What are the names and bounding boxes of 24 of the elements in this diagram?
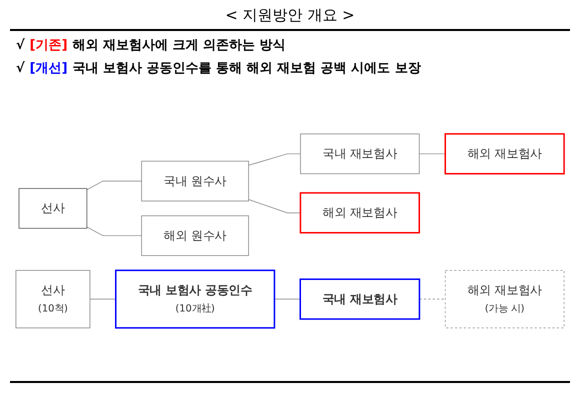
tag-label: [개선]	[30, 61, 68, 76]
check-mark: √	[16, 61, 25, 76]
node-box: 국내 원수사	[141, 160, 249, 202]
node-box: 해외 원수사	[141, 216, 249, 256]
check-mark: √	[16, 38, 25, 53]
node-box: 국내 재보험사	[300, 278, 420, 320]
node-box: 해외 재보험사 (가능 시)	[444, 270, 564, 328]
section-heading: 해외 재보험사에 크게 의존하는 방식	[72, 38, 286, 53]
node-box: 해외 재보험사	[300, 192, 420, 234]
connector	[419, 298, 446, 300]
node-box: 국내 보험사 공동인수 (10개社)	[115, 270, 276, 329]
connector	[86, 226, 142, 236]
connector	[274, 298, 301, 300]
node-box: 국내 재보험사	[300, 134, 420, 174]
connector	[248, 199, 301, 214]
diagram-title: < 지원방안 개요 >	[10, 0, 570, 31]
section-heading: 국내 보험사 공동인수를 통해 해외 재보험 공백 시에도 보장	[72, 61, 421, 76]
connector	[90, 298, 116, 300]
node-box: 선사	[18, 188, 88, 229]
connector	[86, 180, 142, 190]
node-box: 해외 재보험사	[444, 133, 565, 175]
connector	[248, 154, 301, 166]
tag-label: [기존]	[30, 38, 68, 53]
node-box: 선사 (10척)	[16, 270, 90, 328]
